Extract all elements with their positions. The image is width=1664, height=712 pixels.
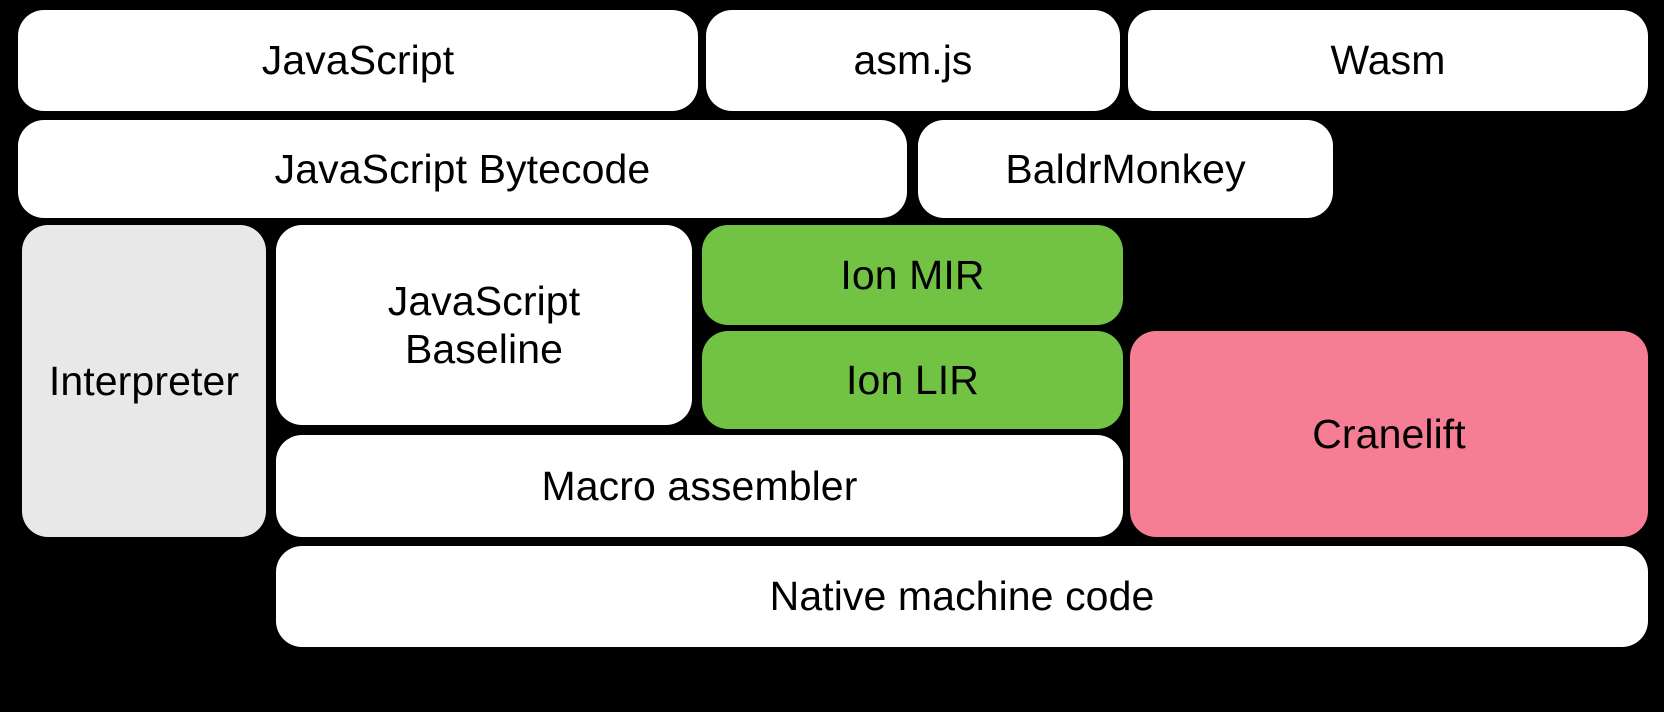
- node-baldrmonkey[interactable]: BaldrMonkey: [918, 120, 1333, 218]
- node-ion-lir[interactable]: Ion LIR: [702, 331, 1123, 429]
- node-macro-assembler[interactable]: Macro assembler: [276, 435, 1123, 537]
- node-native-machine-code[interactable]: Native machine code: [276, 546, 1648, 647]
- node-interpreter[interactable]: Interpreter: [22, 225, 266, 537]
- node-asm-js[interactable]: asm.js: [706, 10, 1120, 111]
- node-wasm[interactable]: Wasm: [1128, 10, 1648, 111]
- node-ion-mir[interactable]: Ion MIR: [702, 225, 1123, 325]
- node-javascript-bytecode[interactable]: JavaScript Bytecode: [18, 120, 907, 218]
- node-cranelift[interactable]: Cranelift: [1130, 331, 1648, 537]
- node-javascript-baseline[interactable]: JavaScript Baseline: [276, 225, 692, 425]
- node-javascript[interactable]: JavaScript: [18, 10, 698, 111]
